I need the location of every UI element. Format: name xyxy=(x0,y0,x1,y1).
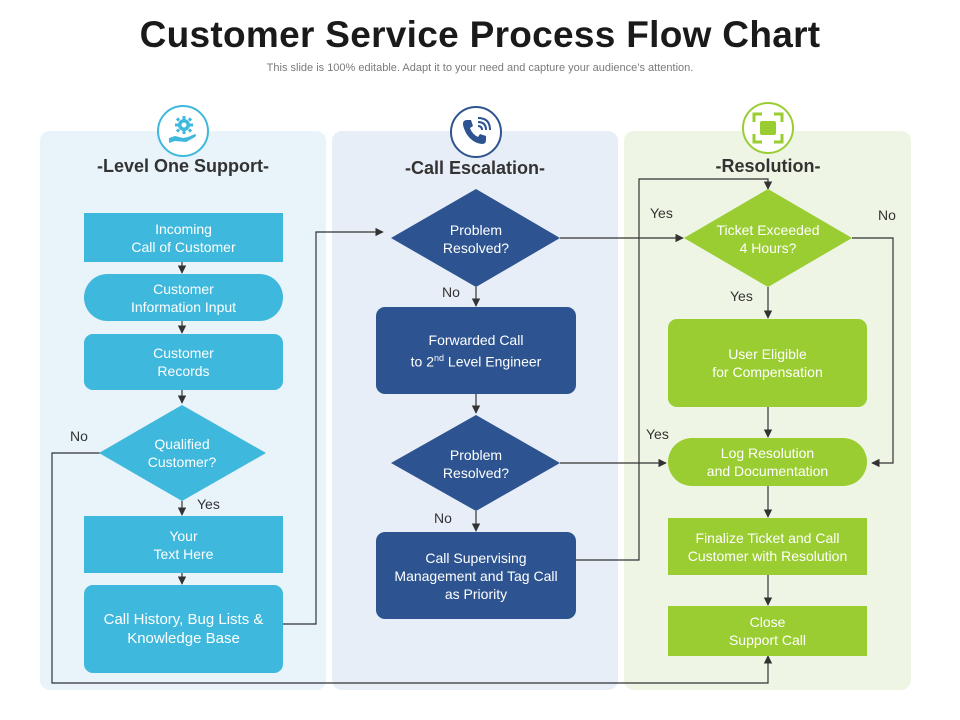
user-eligible-box: User Eligible for Compensation xyxy=(668,319,867,407)
forwarded-call-ordinal: nd xyxy=(434,352,445,363)
arrow-qualified-no-to-close xyxy=(51,452,773,684)
incoming-call-box: Incoming Call of Customer xyxy=(84,213,283,262)
resolution-title: -Resolution- xyxy=(715,156,821,176)
arrow-history-to-resolved1 xyxy=(283,227,384,625)
phone-icon xyxy=(450,106,502,158)
ticket-yes-down-label: Yes xyxy=(730,288,753,304)
arrow-ticket-no-to-log xyxy=(852,237,894,468)
finalize-ticket-box: Finalize Ticket and Call Customer with R… xyxy=(668,518,867,575)
resolved2-no-label: No xyxy=(434,510,452,526)
resolved2-diamond xyxy=(391,415,560,511)
your-text-box: Your Text Here xyxy=(84,516,283,573)
resolved1-no-label: No xyxy=(442,284,460,300)
page-subtitle: This slide is 100% editable. Adapt it to… xyxy=(266,62,694,74)
arrow-supervising-to-ticket xyxy=(576,178,773,561)
log-yes-label: Yes xyxy=(646,426,669,442)
log-resolution-box: Log Resolution and Documentation xyxy=(668,438,867,486)
call-history-box: Call History, Bug Lists & Knowledge Base xyxy=(84,585,283,673)
call-supervising-box: Call Supervising Management and Tag Call… xyxy=(376,532,576,619)
customer-records-box: Customer Records xyxy=(84,334,283,390)
forwarded-call-text-end: Level Engineer xyxy=(444,353,542,370)
page-title: Customer Service Process Flow Chart xyxy=(139,14,821,55)
forwarded-call-text: Forwarded Call to 2 xyxy=(410,331,524,370)
ticket-no-label: No xyxy=(878,207,896,223)
level-one-title: -Level One Support- xyxy=(96,156,269,176)
ticket-exceeded-diamond xyxy=(684,189,852,287)
problem-resolved-1-text: Problem Resolved? xyxy=(442,222,510,256)
close-support-call-box: Close Support Call xyxy=(668,606,867,656)
call-escalation-title: -Call Escalation- xyxy=(404,158,546,178)
qualified-customer-text: Qualified Customer? xyxy=(147,436,217,470)
qualified-no-label: No xyxy=(70,428,88,444)
scan-frame-icon xyxy=(742,102,794,154)
customer-info-input-box: Customer Information Input xyxy=(84,274,283,321)
ticket-yes-label: Yes xyxy=(650,205,673,221)
ticket-exceeded-text: Ticket Exceeded 4 Hours? xyxy=(716,222,820,256)
qualified-diamond xyxy=(99,405,266,501)
qualified-yes-label: Yes xyxy=(197,496,220,512)
problem-resolved-2-text: Problem Resolved? xyxy=(442,447,510,481)
forwarded-call-box: Forwarded Call to 2nd Level Engineer xyxy=(376,307,576,394)
hand-gear-icon xyxy=(157,105,209,157)
resolved1-diamond xyxy=(391,189,560,287)
